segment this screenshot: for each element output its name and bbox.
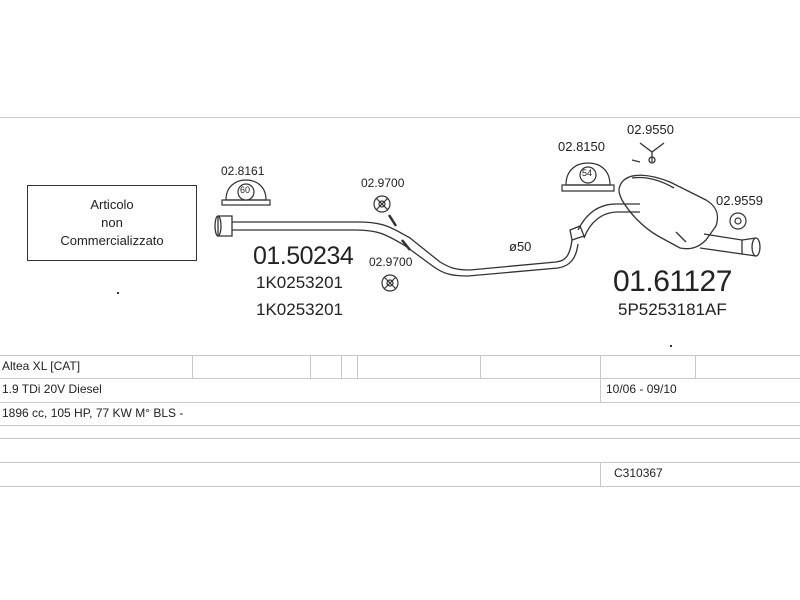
hanger-a-icon (373, 195, 391, 213)
rear-section-oem: 5P5253181AF (618, 300, 727, 319)
rubber-rear-code: 02.9559 (716, 193, 763, 208)
col-divider (695, 356, 696, 378)
row-divider (0, 425, 800, 426)
front-section-oem-1: 1K0253201 (256, 273, 343, 292)
vehicle-model: Altea XL [CAT] (2, 359, 81, 373)
row-divider (0, 486, 800, 487)
clamp-front-code: 02.8161 (221, 164, 265, 178)
col-divider (600, 379, 601, 402)
hanger-rod-a (387, 214, 398, 227)
col-divider (341, 356, 342, 378)
front-flange (217, 215, 233, 237)
col-divider (192, 356, 193, 378)
vehicle-engine: 1.9 TDi 20V Diesel (2, 382, 102, 396)
col-divider (600, 463, 601, 486)
bracket-icon (631, 142, 665, 164)
notice-line-2: non (101, 215, 123, 230)
front-pipe (232, 221, 573, 271)
pipe-diameter-label: ø50 (509, 239, 532, 254)
not-sold-notice: Articolo non Commercializzato (27, 185, 197, 261)
marker-dot (117, 292, 119, 294)
kit-code: C310367 (614, 466, 663, 480)
hanger-b-code: 02.9700 (369, 255, 413, 269)
vehicle-specs: 1896 cc, 105 HP, 77 KW M° BLS - (2, 406, 184, 420)
top-border (0, 117, 800, 118)
mid-pipe (577, 203, 640, 231)
clamp-rear-icon (561, 162, 615, 192)
tail-pipe (699, 233, 743, 255)
hanger-b-icon (381, 274, 399, 292)
rear-section-code: 01.61127 (613, 265, 732, 298)
hanger-rod-b (401, 239, 411, 251)
notice-line-3: Commercializzato (60, 233, 164, 248)
rear-muffler (618, 174, 719, 250)
exhaust-system-drawing (214, 142, 761, 292)
clamp-rear-code: 02.8150 (558, 139, 605, 154)
rubber-rear-icon (729, 212, 747, 230)
front-section-code: 01.50234 (253, 242, 354, 270)
marker-dot (670, 345, 672, 347)
vehicle-years: 10/06 - 09/10 (606, 382, 677, 396)
clamp-front-size: 60 (240, 185, 251, 195)
hanger-a-code: 02.9700 (361, 176, 405, 190)
diagram-bottom-border (0, 355, 800, 356)
clamp-rear-size: 54 (582, 168, 593, 178)
row-divider (0, 402, 800, 403)
col-divider (480, 356, 481, 378)
row-divider (0, 378, 800, 379)
bracket-code: 02.9550 (627, 122, 674, 137)
col-divider (600, 356, 601, 378)
col-divider (310, 356, 311, 378)
row-divider (0, 462, 800, 463)
front-section-oem-2: 1K0253201 (256, 300, 343, 319)
col-divider (357, 356, 358, 378)
notice-line-1: Articolo (90, 197, 134, 212)
clamp-front-icon (221, 179, 271, 206)
row-divider (0, 438, 800, 439)
